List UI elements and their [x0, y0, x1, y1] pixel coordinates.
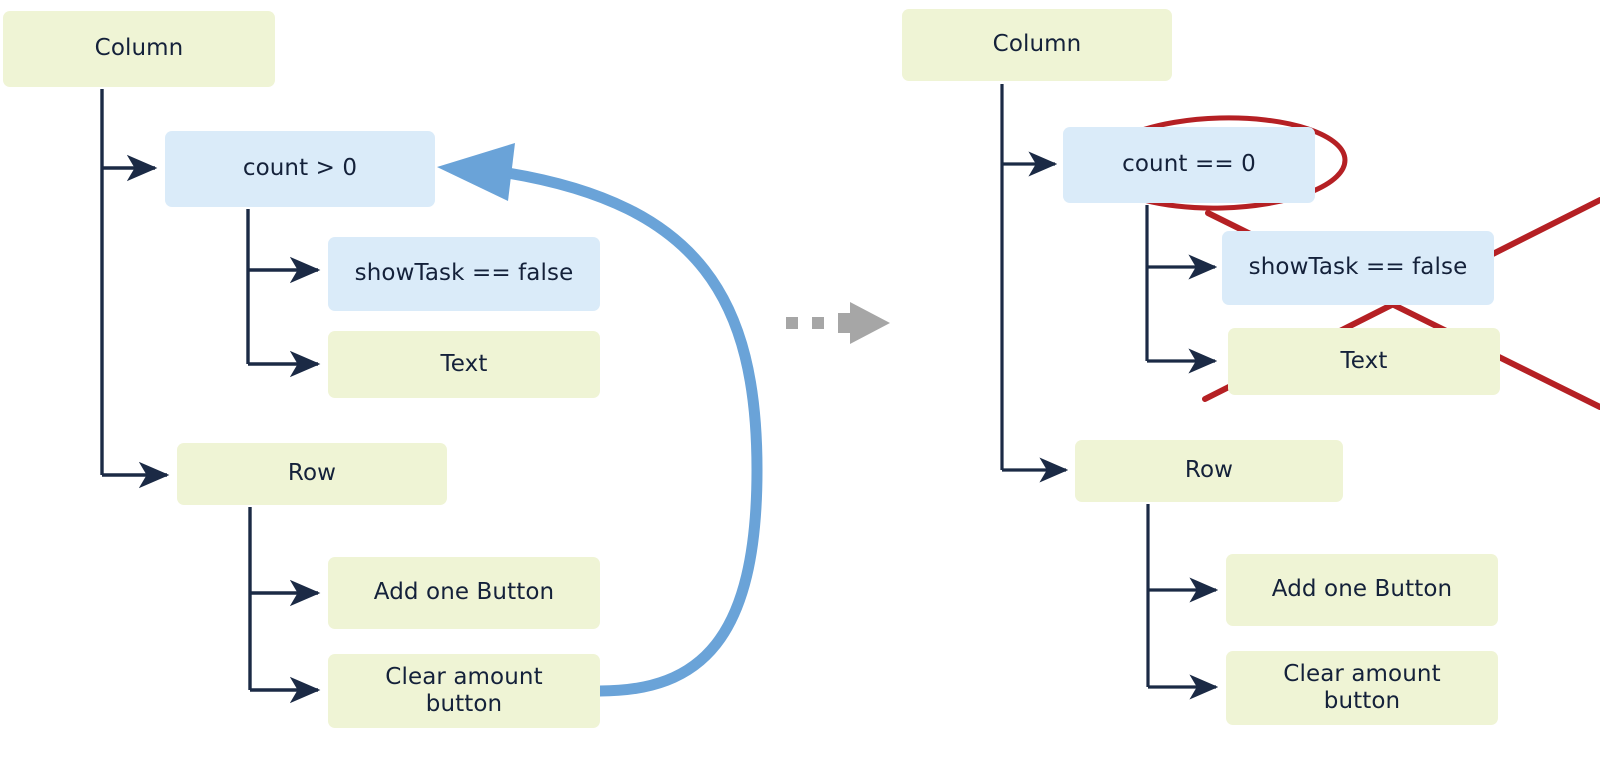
node-label: Row — [1184, 457, 1234, 484]
node-label: count > 0 — [242, 155, 358, 182]
node-label: Add one Button — [373, 579, 555, 606]
node-label: Row — [287, 460, 337, 487]
before-after-transition-arrow — [786, 302, 890, 344]
node-left-showtask-condition[interactable]: showTask == false — [328, 237, 600, 311]
node-label: showTask == false — [1248, 254, 1468, 281]
node-right-row[interactable]: Row — [1075, 440, 1343, 502]
node-label: Column — [94, 35, 184, 62]
node-label: count == 0 — [1122, 151, 1256, 178]
node-right-text[interactable]: Text — [1228, 328, 1500, 395]
node-label: Text — [440, 350, 488, 377]
node-label: Text — [1340, 347, 1388, 374]
node-right-showtask-condition[interactable]: showTask == false — [1222, 231, 1494, 305]
node-right-column[interactable]: Column — [902, 9, 1172, 81]
node-right-count-condition[interactable]: count == 0 — [1063, 127, 1315, 203]
node-label: Column — [992, 31, 1082, 58]
node-left-add-one-button[interactable]: Add one Button — [328, 557, 600, 629]
node-label: showTask == false — [354, 260, 574, 287]
node-left-count-condition[interactable]: count > 0 — [165, 131, 435, 207]
node-left-row[interactable]: Row — [177, 443, 447, 505]
node-right-add-one-button[interactable]: Add one Button — [1226, 554, 1498, 626]
node-left-column[interactable]: Column — [3, 11, 275, 87]
node-left-text[interactable]: Text — [328, 331, 600, 398]
node-label: Add one Button — [1271, 576, 1453, 603]
